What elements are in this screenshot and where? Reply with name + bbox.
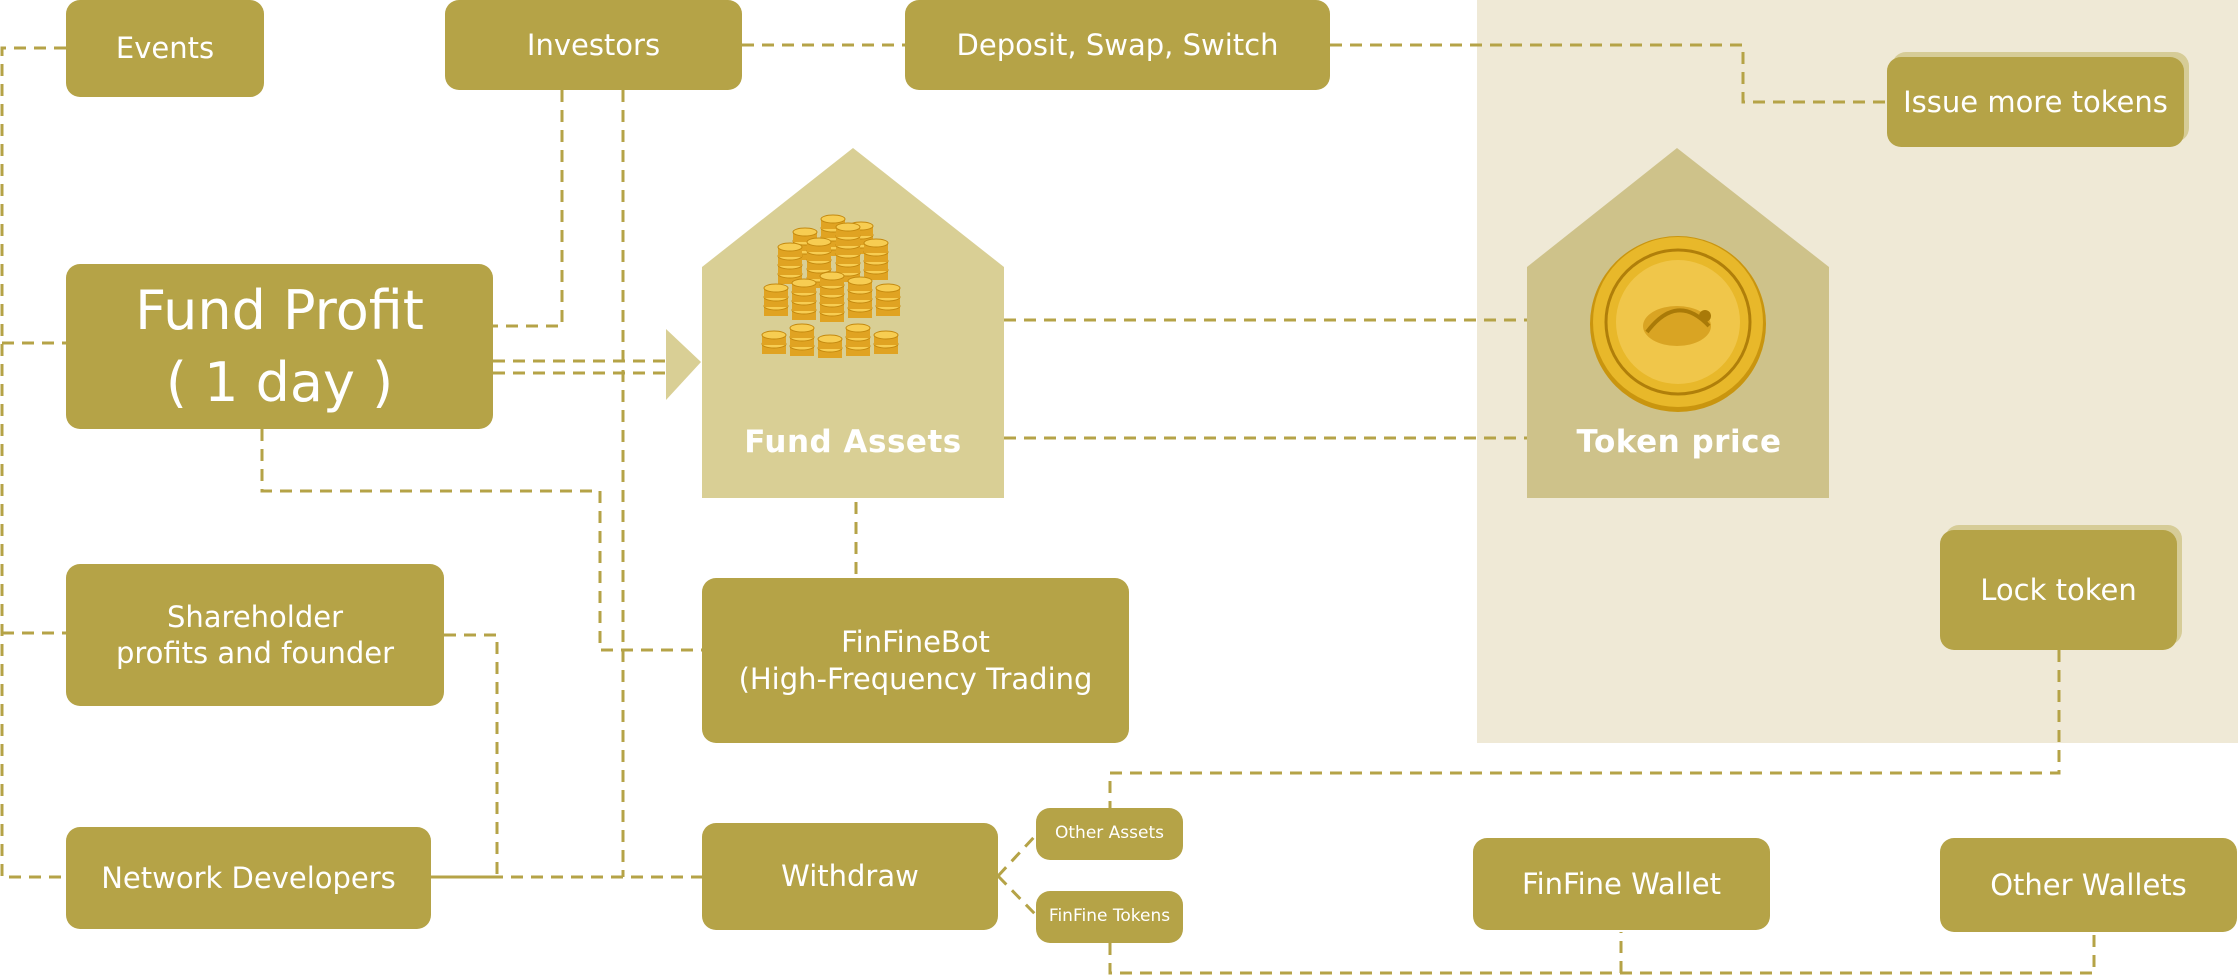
shareholder-line2: profits and founder xyxy=(115,636,395,670)
token-price-label: Token price xyxy=(1576,424,1782,460)
fund-profit-node: Fund Profit ( 1 day ) xyxy=(66,264,493,429)
finfine-tokens-label: FinFine Tokens xyxy=(1048,906,1171,927)
events-label: Events xyxy=(115,31,215,66)
token-price-node xyxy=(1527,148,1829,498)
issue-more-tokens-label: Issue more tokens xyxy=(1903,84,2168,119)
issue-more-tokens-node: Issue more tokens xyxy=(1887,57,2184,147)
finfine-tokens-node: FinFine Tokens xyxy=(1036,891,1183,943)
other-assets-node: Other Assets xyxy=(1036,808,1183,860)
other-wallets-node: Other Wallets xyxy=(1940,838,2237,932)
deposit-swap-switch-label: Deposit, Swap, Switch xyxy=(956,27,1279,62)
fund-assets-label: Fund Assets xyxy=(744,424,962,460)
fund-profit-title: Fund Profit xyxy=(135,279,424,343)
gold-token-coin-icon xyxy=(1590,236,1766,412)
other-assets-label: Other Assets xyxy=(1055,823,1164,844)
fund-assets-node xyxy=(666,148,1004,498)
arrow-head-icon xyxy=(666,329,701,400)
lock-token-label: Lock token xyxy=(1980,572,2137,607)
fund-profit-period: ( 1 day ) xyxy=(165,350,394,414)
lock-token-node: Lock token xyxy=(1940,530,2177,650)
network-developers-node: Network Developers xyxy=(66,827,431,929)
finfinebot-line1: FinFineBot xyxy=(841,625,990,660)
finfinebot-line2: (High-Frequency Trading xyxy=(738,661,1093,696)
deposit-swap-switch-node: Deposit, Swap, Switch xyxy=(905,0,1330,90)
other-wallets-label: Other Wallets xyxy=(1990,867,2187,902)
events-node: Events xyxy=(66,0,264,97)
finfine-wallet-label: FinFine Wallet xyxy=(1522,866,1721,901)
investors-label: Investors xyxy=(526,27,661,62)
finfine-wallet-node: FinFine Wallet xyxy=(1473,838,1770,930)
shareholder-node: Shareholder profits and founder xyxy=(66,564,444,706)
shareholder-line1: Shareholder xyxy=(166,599,344,634)
withdraw-label: Withdraw xyxy=(781,859,919,894)
investors-node: Investors xyxy=(445,0,742,90)
stacked-gold-coins-icon xyxy=(761,214,901,358)
withdraw-node: Withdraw xyxy=(702,823,998,930)
network-developers-label: Network Developers xyxy=(101,860,396,895)
finfinebot-node: FinFineBot (High-Frequency Trading xyxy=(702,578,1129,743)
